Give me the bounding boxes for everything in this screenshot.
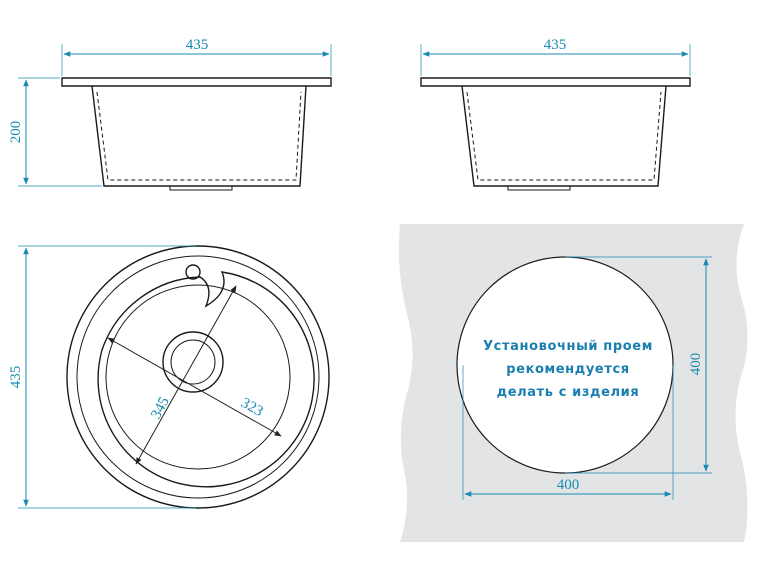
side-view-right: 435 xyxy=(420,37,691,191)
top-view: 345 323 435 xyxy=(8,245,330,509)
top-overall-label: 435 xyxy=(8,366,24,389)
top-345-label: 345 xyxy=(148,394,173,421)
cutout-height-label: 400 xyxy=(688,353,704,376)
cutout-note-line-3: делать с изделия xyxy=(497,385,640,400)
cutout-view: 400 400 Установочный проем рекомендуется… xyxy=(398,224,748,542)
side-left-width-label: 435 xyxy=(186,37,209,53)
cutout-width-label: 400 xyxy=(557,477,580,493)
side-view-left: 435 200 xyxy=(8,37,332,191)
side-left-height-label: 200 xyxy=(8,121,24,144)
top-323-label: 323 xyxy=(238,395,265,420)
cutout-note-line-2: рекомендуется xyxy=(506,362,629,377)
side-right-width-label: 435 xyxy=(544,37,567,53)
cutout-note-line-1: Установочный проем xyxy=(483,339,653,354)
